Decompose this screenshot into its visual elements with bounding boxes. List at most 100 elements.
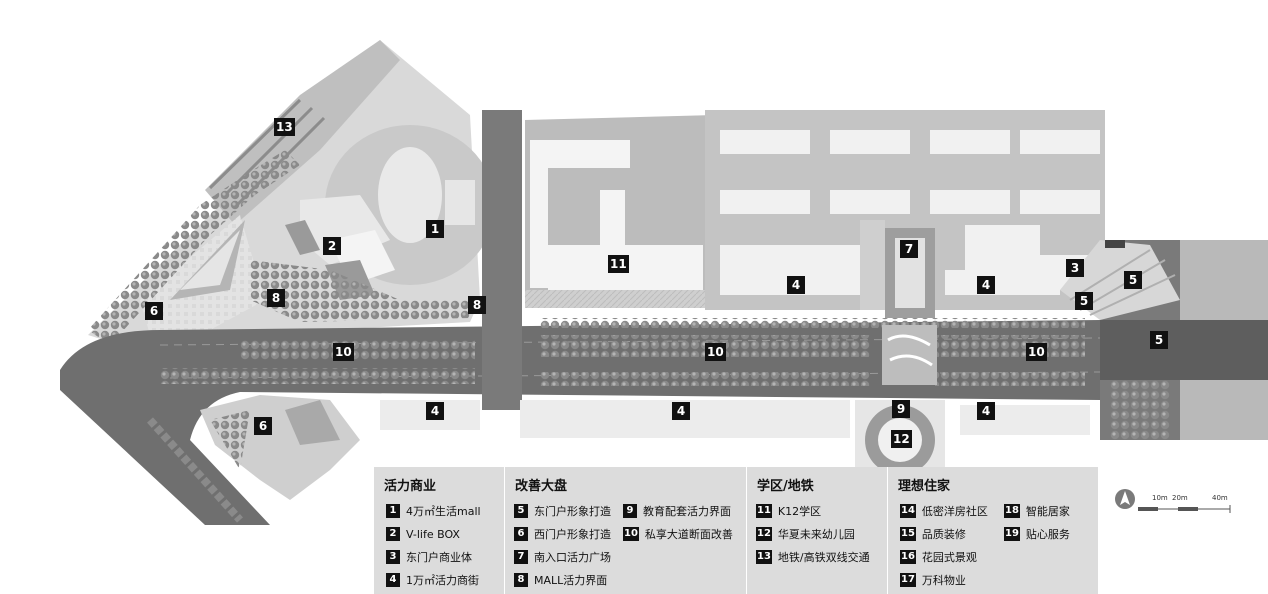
legend-item: 13 地铁/高铁双线交通 — [756, 548, 870, 566]
legend-label: V-life BOX — [406, 527, 460, 541]
marker-5-east: 5 — [1150, 331, 1168, 349]
legend-number: 8 — [514, 573, 528, 587]
legend-label: 私享大道断面改善 — [644, 528, 733, 541]
legend-label: 华夏未来幼儿园 — [777, 528, 855, 541]
marker-5-north: 5 — [1124, 271, 1142, 289]
marker-4-south-center: 4 — [672, 402, 690, 420]
legend-divider — [887, 467, 888, 594]
legend-item: 4 1万㎡活力商街 — [386, 571, 479, 589]
legend-label: 地铁/高铁双线交通 — [777, 551, 870, 564]
legend-label: 东门户形象打造 — [534, 505, 611, 518]
legend-item: 19 贴心服务 — [1004, 525, 1070, 543]
legend-item: 3 东门户商业体 — [386, 548, 472, 566]
legend-divider — [504, 467, 505, 594]
legend-label: MALL活力界面 — [534, 574, 608, 587]
legend-item: 18 智能居家 — [1004, 502, 1070, 520]
marker-4-north-west: 4 — [787, 276, 805, 294]
marker-8-east: 8 — [468, 296, 486, 314]
legend-number: 6 — [514, 527, 528, 541]
legend-column-school-metro: 学区/地铁 11 K12学区 12 华夏未来幼儿园 13 地铁/高铁双线交通 — [747, 467, 887, 594]
legend-number: 4 — [386, 573, 400, 587]
avenue-median-east — [935, 335, 1085, 357]
legend-number: 18 — [1004, 504, 1020, 518]
legend-label: 品质装修 — [921, 528, 966, 541]
legend-title: 改善大盘 — [515, 479, 568, 494]
mall-atrium — [378, 147, 442, 243]
legend-label: K12学区 — [777, 505, 822, 518]
legend-label: 贴心服务 — [1025, 528, 1070, 541]
legend-number: 11 — [756, 504, 772, 518]
legend-item: 15 品质装修 — [900, 525, 966, 543]
marker-1: 1 — [426, 220, 444, 238]
legend-label: 1万㎡活力商街 — [406, 574, 479, 587]
scale-ruler — [1138, 505, 1231, 513]
marker-5-middle: 5 — [1075, 292, 1093, 310]
legend-number: 16 — [900, 550, 916, 564]
marker-2: 2 — [323, 237, 341, 255]
legend-number: 5 — [514, 504, 528, 518]
legend-number: 17 — [900, 573, 916, 587]
legend-item: 2 V-life BOX — [386, 525, 460, 543]
legend-number: 12 — [756, 527, 772, 541]
marker-11: 11 — [608, 255, 629, 273]
legend-number: 14 — [900, 504, 916, 518]
legend-number: 19 — [1004, 527, 1020, 541]
legend-title: 理想住家 — [898, 479, 951, 494]
school-building — [530, 140, 630, 168]
legend-item: 7 南入口活力广场 — [514, 548, 611, 566]
legend-label: 花园式景观 — [921, 551, 977, 564]
marker-12: 12 — [891, 430, 912, 448]
legend-item: 11 K12学区 — [756, 502, 821, 520]
legend-item: 14 低密洋房社区 — [900, 502, 988, 520]
legend-number: 7 — [514, 550, 528, 564]
residential-buildings — [720, 130, 1100, 295]
legend-label: 万科物业 — [921, 574, 966, 587]
marker-9: 9 — [892, 400, 910, 418]
legend-item: 16 花园式景观 — [900, 548, 977, 566]
legend-item: 12 华夏未来幼儿园 — [756, 525, 855, 543]
marker-13: 13 — [274, 118, 295, 136]
legend-number: 15 — [900, 527, 916, 541]
legend-label: 南入口活力广场 — [534, 551, 611, 564]
marker-6-north: 6 — [145, 302, 163, 320]
legend-item: 5 东门户形象打造 — [514, 502, 611, 520]
marker-10-center: 10 — [705, 343, 726, 361]
legend-label: 4万㎡生活mall — [406, 505, 481, 518]
legend-title: 学区/地铁 — [757, 479, 814, 494]
legend-label: 低密洋房社区 — [921, 505, 988, 518]
marker-4-south-east: 4 — [977, 402, 995, 420]
marker-10-west: 10 — [333, 343, 354, 361]
scale-label-10m: 10m — [1152, 494, 1168, 502]
legend-number: 2 — [386, 527, 400, 541]
cross-road-west — [482, 110, 522, 410]
avenue-median-west — [240, 340, 475, 360]
legend-label: 西门户形象打造 — [534, 528, 611, 541]
legend-number: 13 — [756, 550, 772, 564]
marker-6-south: 6 — [254, 417, 272, 435]
marker-7: 7 — [900, 240, 918, 258]
scale-label-40m: 40m — [1212, 494, 1228, 502]
marker-4-south-west: 4 — [426, 402, 444, 420]
legend-column-home: 理想住家 14 低密洋房社区 15 品质装修 16 花园式景观 17 万科物业 18 智能… — [888, 467, 1098, 594]
legend-label: 智能居家 — [1025, 505, 1070, 518]
scale-bar: 10m 20m 40m — [1138, 494, 1238, 516]
legend-item: 6 西门户形象打造 — [514, 525, 611, 543]
west-tree-belt — [88, 150, 300, 345]
legend-item: 10 私享大道断面改善 — [623, 525, 733, 543]
legend-label: 东门户商业体 — [406, 551, 472, 564]
marker-4-north-east: 4 — [977, 276, 995, 294]
legend-number: 3 — [386, 550, 400, 564]
marker-10-east: 10 — [1026, 343, 1047, 361]
marker-3: 3 — [1066, 259, 1084, 277]
legend-item: 8 MALL活力界面 — [514, 571, 607, 589]
legend-column-community: 改善大盘 5 东门户形象打造 6 西门户形象打造 7 南入口活力广场 8 MALL活力界… — [505, 467, 746, 594]
legend-title: 活力商业 — [384, 479, 437, 494]
legend-divider — [746, 467, 747, 594]
marker-8-west: 8 — [267, 289, 285, 307]
legend-number: 10 — [623, 527, 639, 541]
legend-number: 9 — [623, 504, 637, 518]
